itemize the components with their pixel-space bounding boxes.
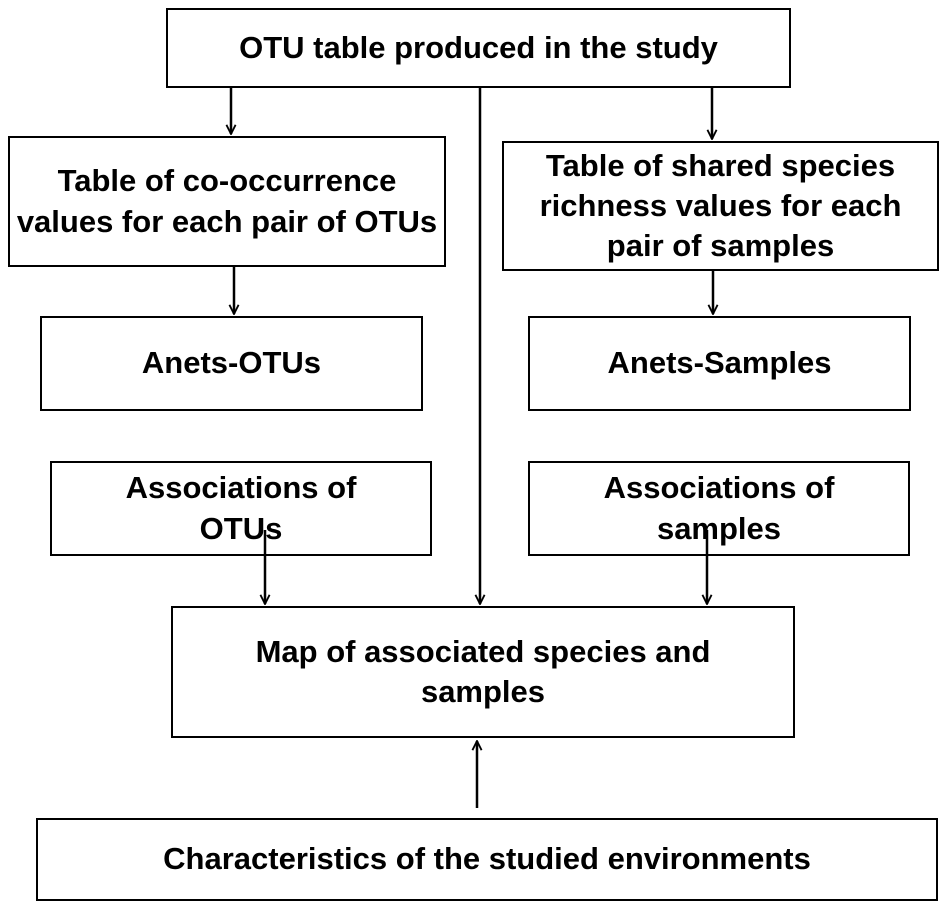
cooccurrence-table-node: Table of co-occurrence values for each p…: [8, 136, 446, 267]
associations-samples-label: Associations of samples: [603, 470, 835, 546]
anets-otus-node: Anets-OTUs: [40, 316, 423, 411]
anets-samples-node: Anets-Samples: [528, 316, 911, 411]
otu-table-node: OTU table produced in the study: [166, 8, 791, 88]
characteristics-label: Characteristics of the studied environme…: [163, 841, 811, 877]
characteristics-node: Characteristics of the studied environme…: [36, 818, 938, 901]
anets-samples-label: Anets-Samples: [607, 345, 832, 381]
associations-otus-label: Associations of OTUs: [125, 470, 357, 546]
cooccurrence-table-label: Table of co-occurrence values for each p…: [16, 163, 438, 239]
map-node: Map of associated species and samples: [171, 606, 795, 738]
shared-richness-table-label: Table of shared species richness values …: [539, 147, 902, 264]
associations-samples-node: Associations of samples: [528, 461, 910, 556]
shared-richness-table-node: Table of shared species richness values …: [502, 141, 939, 271]
associations-otus-node: Associations of OTUs: [50, 461, 432, 556]
map-label: Map of associated species and samples: [255, 633, 711, 709]
anets-otus-label: Anets-OTUs: [141, 345, 322, 381]
otu-table-label: OTU table produced in the study: [239, 29, 718, 65]
